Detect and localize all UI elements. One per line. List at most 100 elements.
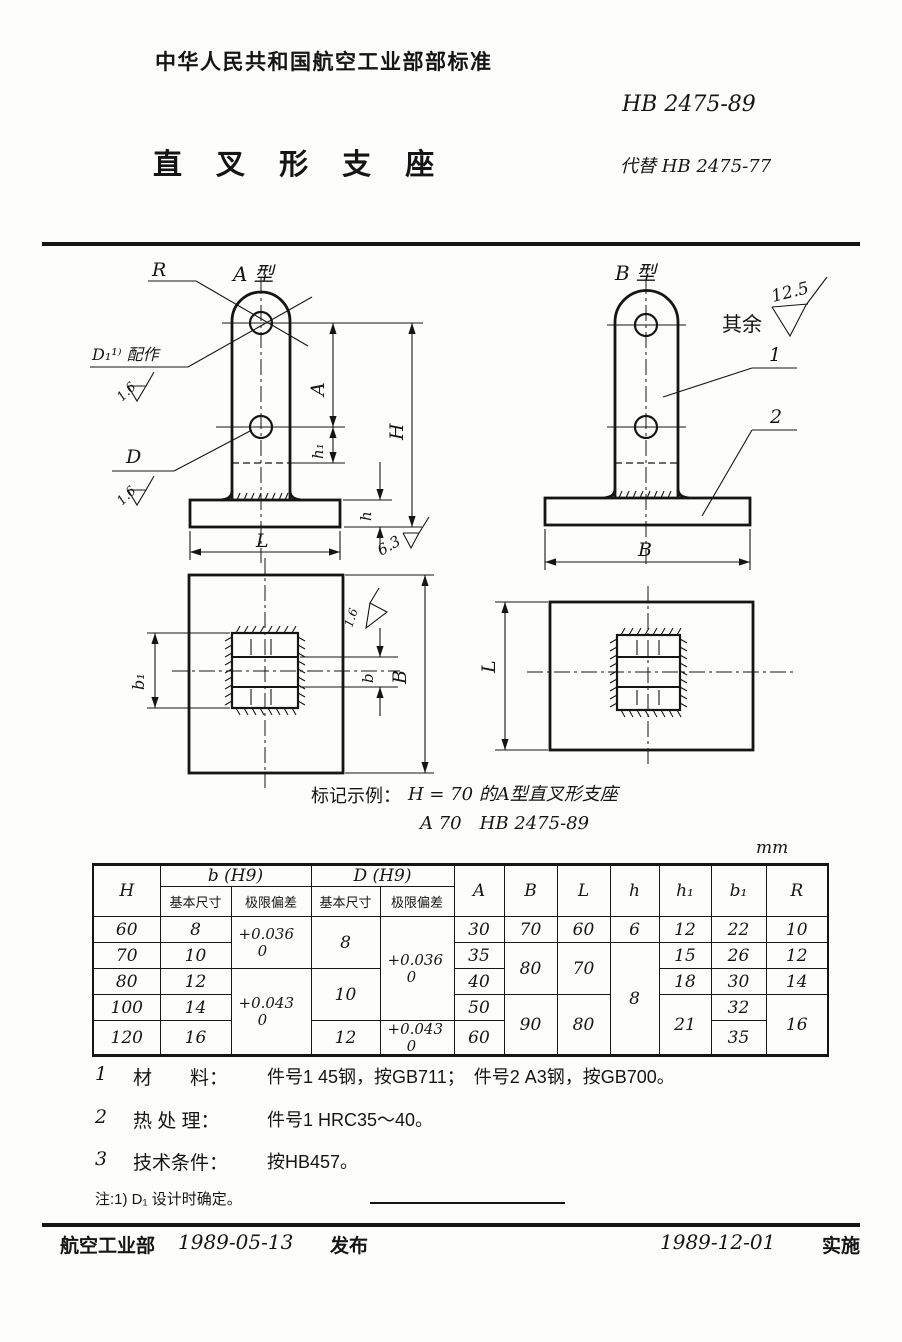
col-header-h1: h₁ xyxy=(658,864,712,917)
radius-leader xyxy=(195,280,309,347)
note-technical-conditions: 3 技术条件： 按HB457。 xyxy=(95,1148,358,1175)
table-cell: 80 xyxy=(92,968,161,995)
marking-example-line1: H = 70 的A型直叉形支座 xyxy=(408,784,618,805)
subheader-basic-size: 基本尺寸 xyxy=(159,886,232,917)
dim-label-plan-L: L xyxy=(478,660,500,674)
col-header-B: B xyxy=(503,864,558,917)
standard-number: HB 2475-89 xyxy=(622,92,756,117)
type-a-plan-view: b₁ b B 1.6 xyxy=(129,558,434,788)
note-label: 材 料： xyxy=(133,1068,229,1089)
dim-label-b1: b₁ xyxy=(129,673,148,690)
table-cell: 35 xyxy=(453,942,505,969)
note-text: 件号1 45钢，按GB711； 件号2 A3钢，按GB700。 xyxy=(267,1067,675,1087)
d-leader xyxy=(173,429,253,472)
d1-leader xyxy=(187,296,313,368)
base-plate xyxy=(188,498,342,529)
plan-b-outline xyxy=(548,600,755,752)
roughness-symbol-slot xyxy=(365,587,389,630)
units-label: mm xyxy=(756,838,789,858)
marking-example-label: 标记示例： xyxy=(311,786,401,806)
others-roughness-value: 12.5 xyxy=(769,278,811,307)
note-number: 2 xyxy=(95,1106,108,1128)
plan-b-slot-hatch xyxy=(609,627,688,718)
table-row: 100 14 50 90 80 21 32 16 xyxy=(92,994,829,1056)
table-cell: 70 xyxy=(92,942,161,969)
table-cell: 15 xyxy=(658,942,712,969)
dim-label-B: B xyxy=(637,539,652,561)
footer-issuing-org: 航空工业部 xyxy=(60,1236,156,1257)
table-cell: 100 xyxy=(92,994,161,1021)
replaces-note: 代替 HB 2475-77 xyxy=(620,156,772,177)
part1-leader xyxy=(662,367,753,398)
table-cell: 60 xyxy=(92,916,161,943)
col-header-H: H xyxy=(92,864,161,917)
table-cell: 21 xyxy=(658,994,712,1056)
table-cell: 8 xyxy=(609,942,660,1056)
table-cell: +0.043 0 xyxy=(379,1020,455,1056)
table-cell: 30 xyxy=(453,916,505,943)
table-cell: 40 xyxy=(453,968,505,995)
table-cell: 18 xyxy=(658,968,712,995)
dim-label-H: H xyxy=(386,423,408,441)
plan-a-slot-hatch xyxy=(224,625,306,716)
col-header-b-group: b (H9) xyxy=(159,864,312,887)
plan-a-hole-hidden-lines xyxy=(250,639,272,705)
table-cell: 60 xyxy=(556,916,611,943)
type-a-label: A 型 xyxy=(231,262,277,286)
footnote: 注:1) D₁ 设计时确定。 xyxy=(95,1191,242,1208)
plan-b-hole-hidden-lines xyxy=(636,640,660,705)
col-header-R: R xyxy=(765,864,829,917)
junction-ticks xyxy=(236,492,289,501)
roughness-symbol-d xyxy=(127,475,155,507)
roughness-value-slot: 1.6 xyxy=(342,606,361,629)
subheader-basic-size: 基本尺寸 xyxy=(310,886,381,917)
table-cell: 12 xyxy=(310,1020,381,1056)
col-header-D-group: D (H9) xyxy=(310,864,455,887)
page-title: 直 叉 形 支 座 xyxy=(153,149,448,181)
table-cell: +0.036 0 xyxy=(230,916,312,969)
bottom-rule xyxy=(42,1223,860,1227)
table-cell: 30 xyxy=(710,968,767,995)
col-header-A: A xyxy=(453,864,505,917)
table-cell: 6 xyxy=(609,916,660,943)
footer-implement-label: 实施 xyxy=(822,1236,861,1257)
roughness-value-base: 6.3 xyxy=(374,532,404,560)
note-material: 1 材 料： 件号1 45钢，按GB711； 件号2 A3钢，按GB700。 xyxy=(95,1063,675,1090)
table-cell: 60 xyxy=(453,1020,505,1056)
dim-label-h1: h₁ xyxy=(309,443,327,459)
plan-a-outline xyxy=(187,573,345,775)
table-cell: 35 xyxy=(710,1020,767,1056)
footer-publish-date: 1989-05-13 xyxy=(178,1230,294,1254)
radius-label: R xyxy=(151,259,166,281)
dim-label-b: b xyxy=(359,673,377,683)
subheader-deviation: 极限偏差 xyxy=(379,886,455,917)
d1-fit-label: D₁¹⁾ 配作 xyxy=(91,345,162,364)
col-header-h: h xyxy=(609,864,660,917)
table-row: 70 10 35 80 70 8 15 26 12 xyxy=(92,942,829,1056)
subheader-deviation: 极限偏差 xyxy=(230,886,312,917)
note-label: 热 处 理： xyxy=(133,1111,220,1132)
table-cell: 26 xyxy=(710,942,767,969)
col-header-b1: b₁ xyxy=(710,864,767,917)
table-cell: 8 xyxy=(159,916,232,943)
note-label: 技术条件： xyxy=(133,1153,229,1174)
table-cell: 12 xyxy=(765,942,829,969)
part2-label: 2 xyxy=(769,406,782,428)
junction-ticks-b xyxy=(618,490,672,499)
table-cell: +0.043 0 xyxy=(230,968,312,1056)
note-number: 3 xyxy=(95,1148,108,1170)
note-number: 1 xyxy=(95,1063,108,1085)
table-cell: 8 xyxy=(310,916,381,969)
others-roughness-label: 其余 xyxy=(722,313,762,336)
table-cell: 12 xyxy=(658,916,712,943)
technical-drawing: A 型 R D₁¹⁾ 配作 1.6 D 1.6 xyxy=(90,259,828,788)
standard-org-title: 中华人民共和国航空工业部部标准 xyxy=(155,51,493,74)
table-row: 80 12 +0.043 0 10 40 18 30 14 xyxy=(92,968,829,1056)
table-cell: 70 xyxy=(556,942,611,995)
roughness-symbol-base xyxy=(402,516,430,550)
part2-leader xyxy=(701,429,753,517)
table-cell: 12 xyxy=(159,968,232,995)
table-cell: 10 xyxy=(159,942,232,969)
type-b-label: B 型 xyxy=(614,261,659,285)
